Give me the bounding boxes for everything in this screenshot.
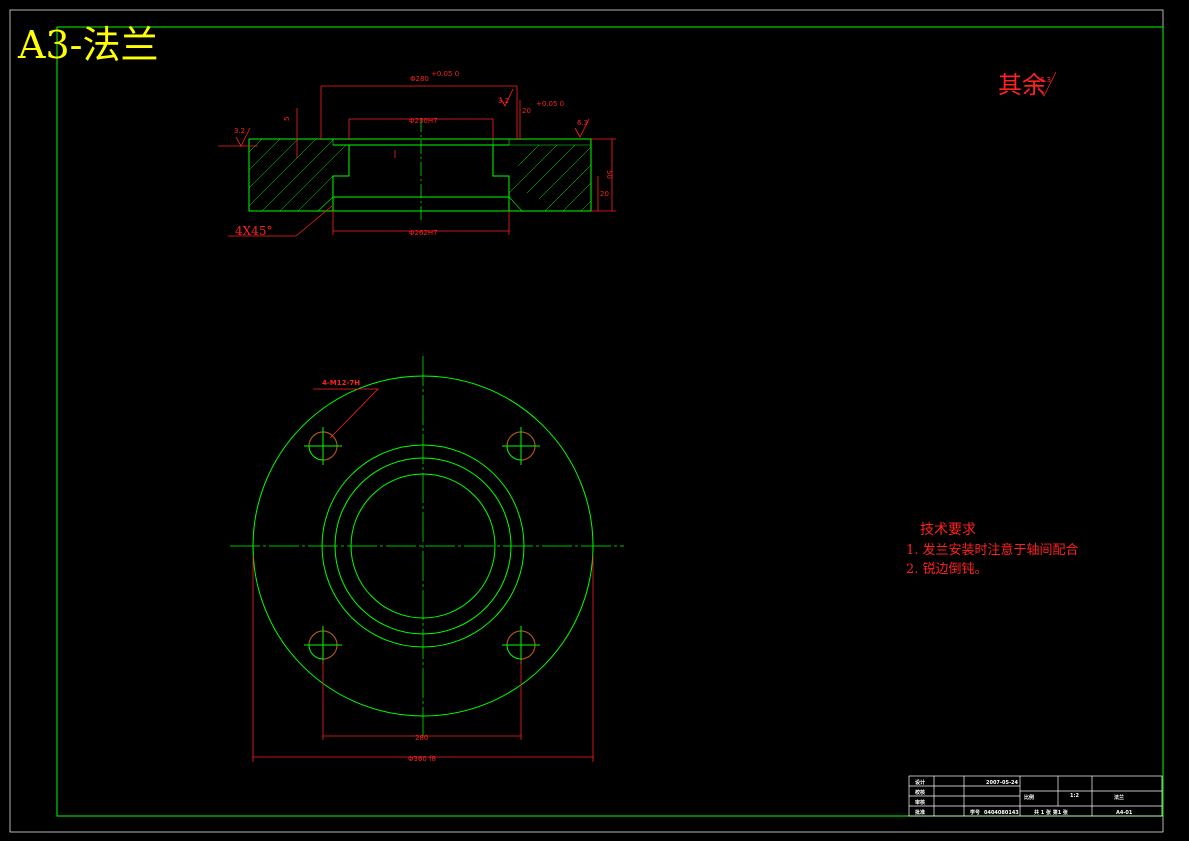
roughness-note-text: 其余 [998,71,1046,99]
section-hatch [248,138,592,212]
tb-sheets: 共 1 张 第1 张 [1034,809,1069,816]
hole-leader [313,388,379,439]
tb-drawing-no: A4-01 [1116,810,1133,816]
bolt-hole [502,626,540,664]
svg-text:6.3: 6.3 [577,119,588,127]
bolt-hole [502,427,540,465]
sheet-title: A3-法兰 [17,23,158,67]
dim-chamfer: 4X45° [235,224,272,238]
bore-circle [350,473,496,619]
bolt-hole [304,427,342,465]
bolt-hole [304,626,342,664]
dim-depth-20: 20 [522,107,531,115]
dim-bore-top: Φ230H7 [409,117,438,125]
tb-part-name: 法兰 [1114,794,1124,801]
bore-outline [332,145,350,211]
dim-height-50: 50 [605,170,613,179]
roughness-symbol [1035,71,1057,97]
svg-text:3.2: 3.2 [498,97,509,105]
dim-groove: 5 [283,117,291,121]
dim-outer-top: Φ280 [410,75,429,83]
hole-callout: 4-M12-7H [322,379,360,387]
svg-text:3.2: 3.2 [234,127,245,135]
flange-outer-circle [252,375,594,717]
tech-item-1: 1. 发兰安装时注意于轴间配合 [906,542,1079,558]
plan-view: 4-M12-7H 280 Φ360 f8 [230,356,624,763]
plan-dimensions [252,556,594,762]
roughness-marks: 3.2 3.2 6.3 [234,88,590,147]
tb-row-check: 校核 [915,789,925,796]
bore-outline-right [492,145,510,211]
dim-bore-bottom: Φ262H7 [409,229,438,237]
tb-student-id: 0404080143 [984,810,1019,816]
dim-bolt-spacing: 280 [415,734,428,742]
tb-row-design: 设计 [915,779,925,786]
roughness-note-value: 6.3 [1040,76,1051,84]
tb-date: 2007-05-24 [986,780,1019,786]
shoulder-circle [321,444,525,648]
tech-item-2: 2. 锐边倒钝。 [906,562,988,577]
tb-scale: 1:2 [1070,793,1079,799]
outer-border [9,9,1164,833]
section-view: Φ280 +0.05 0 Φ230H7 Φ262H7 20 +0.05 0 50… [218,70,616,238]
tech-heading: 技术要求 [920,522,976,538]
tb-student-id-label: 学号 [970,809,980,816]
tb-row-review: 审核 [915,799,925,806]
section-dimensions [218,85,616,237]
tb-scale-label: 比例 [1024,794,1034,801]
dim-outer-diameter: Φ360 f8 [408,755,436,763]
tech-requirements: 技术要求 1. 发兰安装时注意于轴间配合 2. 锐边倒钝。 [906,522,1079,577]
inner-border [56,26,1164,817]
bolt-holes [304,427,540,664]
section-outline [248,138,592,212]
counterbore-circle [334,457,512,635]
title-block: 设计 校核 审核 批准 2007-05-24 比例 1:2 法兰 学号 0404… [908,775,1163,817]
tb-row-approve: 批准 [915,809,925,816]
dim-outer-top-tol: +0.05 0 [431,70,459,78]
dim-height-20: 20 [600,190,609,198]
dim-depth-20-tol: +0.05 0 [536,100,564,108]
general-roughness-note: 其余 6.3 [998,71,1057,99]
